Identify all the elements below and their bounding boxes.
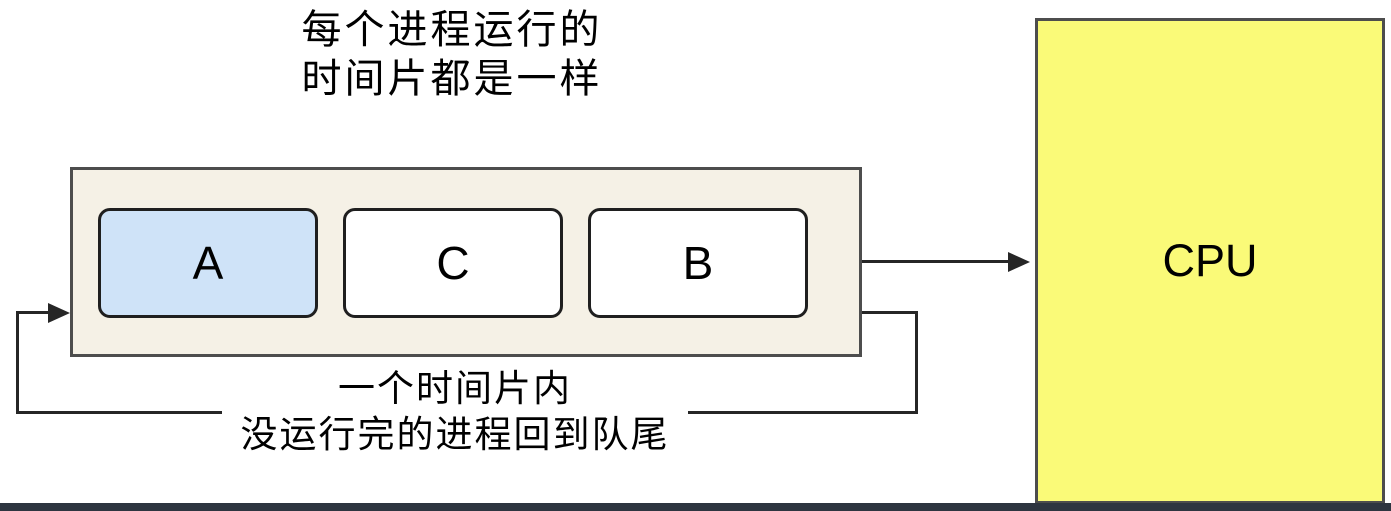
process-box-a: A xyxy=(98,208,318,318)
feedback-loop-left-segment xyxy=(16,311,19,414)
equal-timeslice-note: 每个进程运行的 时间片都是一样 xyxy=(152,6,752,104)
queue-to-cpu-arrowhead-icon xyxy=(1008,252,1030,272)
requeue-note-line1: 一个时间片内 xyxy=(338,368,572,409)
queue-to-cpu-arrow-line xyxy=(862,260,1009,263)
process-label-a: A xyxy=(192,237,224,289)
requeue-note: 一个时间片内 没运行完的进程回到队尾 xyxy=(222,366,688,458)
feedback-loop-right-segment xyxy=(915,311,918,414)
cpu-label: CPU xyxy=(1162,235,1258,286)
equal-timeslice-note-line2: 时间片都是一样 xyxy=(301,57,603,101)
cpu-box: CPU xyxy=(1035,18,1385,504)
feedback-loop-exit-segment xyxy=(862,311,918,314)
feedback-loop-entry-segment xyxy=(16,311,52,314)
requeue-note-line2: 没运行完的进程回到队尾 xyxy=(240,414,670,455)
feedback-loop-arrowhead-icon xyxy=(48,303,70,323)
process-box-c: C xyxy=(343,208,563,318)
process-label-b: B xyxy=(682,237,714,289)
process-label-c: C xyxy=(436,237,470,289)
screen-bottom-edge-bar xyxy=(0,503,1391,511)
equal-timeslice-note-line1: 每个进程运行的 xyxy=(301,8,603,52)
process-box-b: B xyxy=(588,208,808,318)
